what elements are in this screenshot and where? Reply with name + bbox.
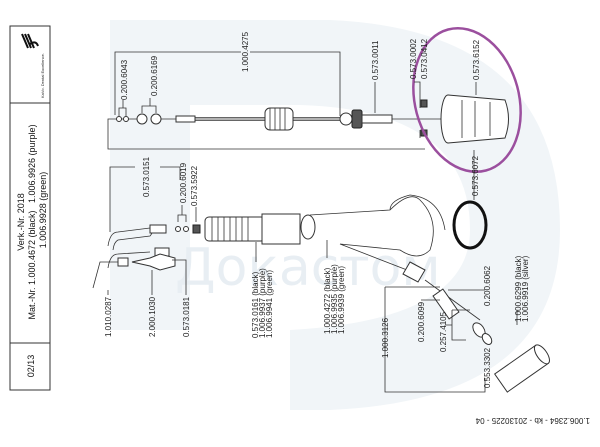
label-0200-6099: 0.200.6099 [417, 301, 426, 342]
verk-nr: Verk.-Nr. 2018 [16, 193, 26, 251]
label-0573-6152: 0.573.6152 [472, 39, 481, 80]
label-2000-1030: 2.000.1030 [148, 296, 157, 337]
label-1006-9939: 1.006.9939 (green) [337, 266, 346, 334]
mat-nr-line1: Mat.-Nr. 1.000.4672 (black) 1.006.9926 (… [27, 124, 37, 319]
mat-nr-line2: 1.006.9928 (green) [38, 172, 48, 249]
label-1006-9935: 1.006.9935 (purple) [330, 264, 339, 334]
watermark: Докастом [110, 20, 560, 410]
label-0200-6043: 0.200.6043 [120, 59, 129, 100]
upper-assembly [107, 26, 522, 250]
title-block: KaVo. Dental Excellence. Verk.-Nr. 2018 … [9, 25, 51, 391]
label-1006-9937: 1.006.9937 (purple) [258, 268, 267, 338]
label-1000-4272: 1.000.4272 (black) [323, 267, 332, 334]
label-0200-6169: 0.200.6169 [150, 55, 159, 96]
label-0573-0181: 0.573.0181 [182, 296, 191, 337]
label-0573-5922: 0.573.5922 [190, 165, 199, 206]
label-0573-0011: 0.573.0011 [371, 40, 380, 80]
label-0200-6062: 0.200.6062 [483, 265, 492, 306]
highlight-circle [412, 26, 522, 174]
label-0200-6019: 0.200.6019 [179, 162, 188, 203]
label-0573-0151: 0.573.0151 [142, 156, 151, 197]
label-0257-4105: 0.257.4105 [439, 311, 448, 352]
label-0573-6072: 0.573.6072 [471, 155, 480, 196]
label-0573-0002: 0.573.0002 [409, 38, 418, 79]
part-labels: 0.200.6043 0.200.6169 1.000.4275 0.573.0… [104, 31, 530, 388]
label-1000-4275: 1.000.4275 [241, 31, 250, 72]
label-1006-9941: 1.006.9941 (green) [265, 270, 274, 338]
label-1000-6299: 1.000.6299 (black) [514, 255, 523, 322]
kavo-logo: KaVo. Dental Excellence. [21, 33, 45, 98]
footer-doc-code: 1.006.2364 - kb - 20130225 - 04 [475, 416, 590, 425]
label-0573-0161: 0.573.0161 (black) [251, 271, 260, 338]
lower-assembly [92, 166, 550, 393]
label-1000-3126: 1.000.3126 [381, 317, 390, 358]
date-code: 02/13 [26, 355, 36, 378]
label-0553-3302: 0.553.3302 [483, 347, 492, 388]
logo-text: KaVo. Dental Excellence. [40, 53, 45, 98]
sleeve-0573-6152 [440, 94, 509, 144]
nozzle-1000-6299 [493, 344, 550, 393]
label-1010-0287: 1.010.0287 [104, 296, 113, 337]
o-ring-0573-6072 [452, 200, 488, 250]
watermark-text: Докастом [175, 238, 441, 298]
label-1006-9919: 1.006.9919 (silver) [521, 255, 530, 322]
label-0573-0412: 0.573.0412 [420, 38, 429, 79]
